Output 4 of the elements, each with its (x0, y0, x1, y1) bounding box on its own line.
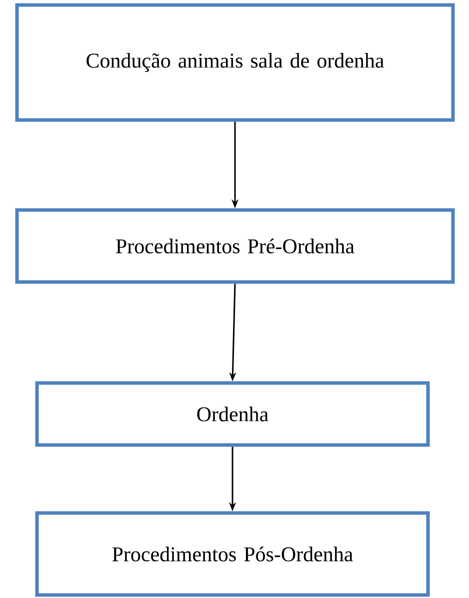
process-box: Procedimentos Pré-Ordenha (15, 208, 455, 284)
process-box: Condução animais sala de ordenha (15, 3, 455, 122)
process-box: Ordenha (35, 381, 430, 447)
process-box: Procedimentos Pós-Ordenha (35, 511, 430, 597)
